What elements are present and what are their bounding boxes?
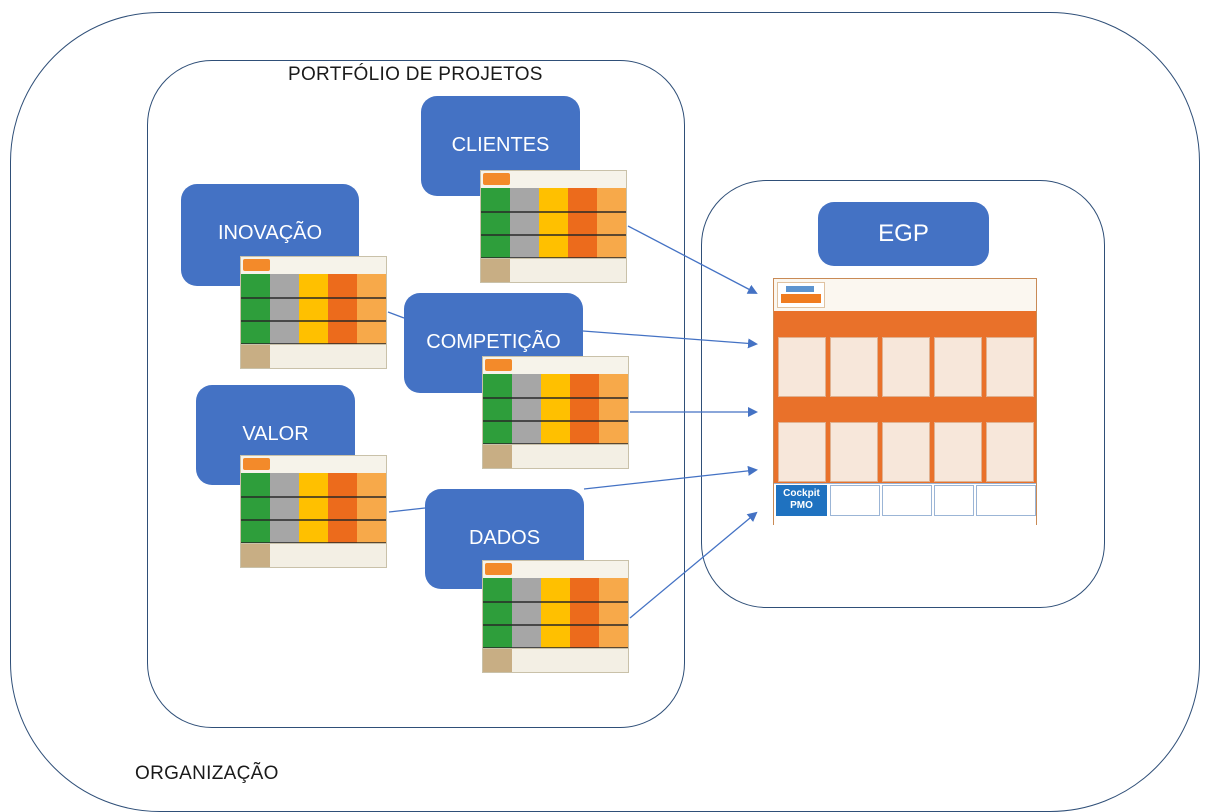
- thumbnail-column: [539, 188, 568, 261]
- organization-label: ORGANIZAÇÃO: [135, 763, 279, 784]
- thumbnail-divider: [481, 211, 626, 213]
- thumbnail-column: [510, 188, 539, 261]
- thumbnail-column: [241, 473, 270, 546]
- lifecycle-canvas-logo: [777, 282, 825, 308]
- egp-canvas-footer-cell: [882, 485, 932, 516]
- thumbnail-column: [597, 188, 626, 261]
- egp-canvas-cell-bottom: [882, 422, 930, 482]
- thumbnail-column: [541, 374, 570, 447]
- thumbnail-header: [481, 171, 626, 188]
- thumbnail-header: [483, 561, 628, 578]
- portfolio-container: [147, 60, 685, 728]
- cockpit-pmo-label: Cockpit PMO: [776, 485, 827, 516]
- canvas-thumbnail-dados: [482, 560, 629, 673]
- thumbnail-header: [483, 357, 628, 374]
- thumbnail-footer-left: [483, 445, 512, 468]
- portfolio-label: PORTFÓLIO DE PROJETOS: [288, 64, 543, 85]
- thumbnail-column: [483, 578, 512, 651]
- thumbnail-divider: [241, 320, 386, 322]
- thumbnail-column: [270, 473, 299, 546]
- thumbnail-footer-left: [483, 649, 512, 672]
- thumbnail-divider: [483, 397, 628, 399]
- thumbnail-divider: [241, 297, 386, 299]
- thumbnail-divider: [483, 420, 628, 422]
- egp-canvas-cell-bottom: [986, 422, 1034, 482]
- egp-canvas-footer-cell: [976, 485, 1036, 516]
- thumbnail-column: [328, 473, 357, 546]
- canvas-thumbnail-competicao: [482, 356, 629, 469]
- egp-canvas-footer-cell: [934, 485, 974, 516]
- egp-canvas-cell-top: [830, 337, 878, 397]
- thumbnail-column: [568, 188, 597, 261]
- egp-canvas-cell-top: [882, 337, 930, 397]
- thumbnail-column: [541, 578, 570, 651]
- thumbnail-column: [299, 473, 328, 546]
- thumbnail-column: [481, 188, 510, 261]
- thumbnail-divider: [241, 519, 386, 521]
- thumbnail-column: [512, 578, 541, 651]
- canvas-thumbnail-clientes: [480, 170, 627, 283]
- node-egp: EGP: [818, 202, 989, 266]
- thumbnail-column: [570, 374, 599, 447]
- egp-canvas-cell-top: [986, 337, 1034, 397]
- egp-container: [701, 180, 1105, 608]
- thumbnail-column: [270, 274, 299, 347]
- canvas-thumbnail-inovacao: [240, 256, 387, 369]
- thumbnail-logo: [243, 458, 270, 470]
- egp-canvas-cell-bottom: [830, 422, 878, 482]
- thumbnail-column: [512, 374, 541, 447]
- thumbnail-footer-left: [481, 259, 510, 282]
- thumbnail-column: [599, 374, 628, 447]
- egp-canvas: Cockpit PMO: [773, 278, 1037, 526]
- thumbnail-column: [299, 274, 328, 347]
- egp-canvas-cell-bottom: [934, 422, 982, 482]
- thumbnail-header: [241, 257, 386, 274]
- thumbnail-divider: [481, 234, 626, 236]
- thumbnail-header: [241, 456, 386, 473]
- thumbnail-logo: [485, 563, 512, 575]
- egp-canvas-cell-bottom: [778, 422, 826, 482]
- canvas-thumbnail-valor: [240, 455, 387, 568]
- thumbnail-column: [599, 578, 628, 651]
- thumbnail-column: [570, 578, 599, 651]
- thumbnail-divider: [483, 624, 628, 626]
- thumbnail-column: [328, 274, 357, 347]
- thumbnail-footer-left: [241, 345, 270, 368]
- thumbnail-column: [483, 374, 512, 447]
- thumbnail-column: [357, 473, 386, 546]
- thumbnail-column: [241, 274, 270, 347]
- thumbnail-logo: [485, 359, 512, 371]
- thumbnail-logo: [483, 173, 510, 185]
- egp-canvas-cell-top: [934, 337, 982, 397]
- egp-canvas-cell-top: [778, 337, 826, 397]
- thumbnail-logo: [243, 259, 270, 271]
- egp-canvas-footer-cell: [830, 485, 880, 516]
- thumbnail-footer-left: [241, 544, 270, 567]
- thumbnail-column: [357, 274, 386, 347]
- thumbnail-divider: [483, 601, 628, 603]
- thumbnail-divider: [241, 496, 386, 498]
